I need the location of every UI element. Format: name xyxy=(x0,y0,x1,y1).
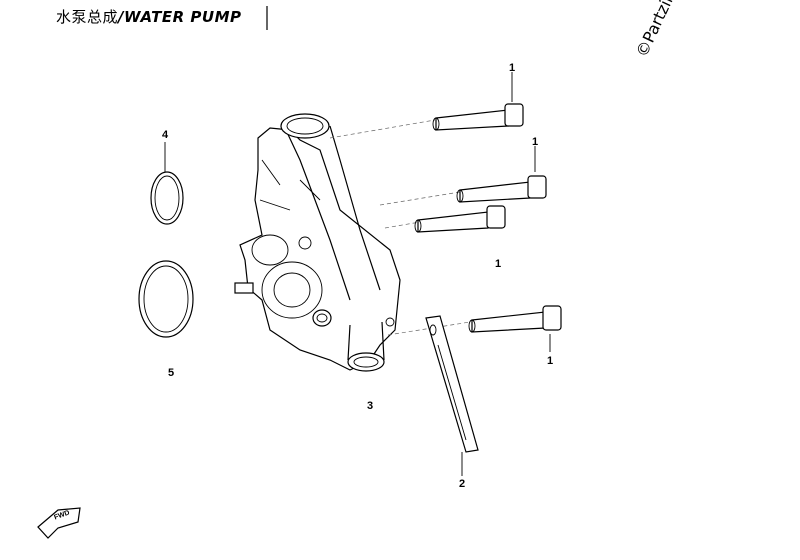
clip-bracket[interactable] xyxy=(425,315,479,476)
callout-bolt-group[interactable]: 1 xyxy=(495,258,502,270)
fwd-arrow-icon xyxy=(37,507,81,539)
bolt-bottom[interactable] xyxy=(468,305,562,352)
bolt-middle-lower[interactable] xyxy=(414,205,506,233)
callout-ring-small[interactable]: 4 xyxy=(162,129,169,141)
water-pump-body[interactable] xyxy=(234,113,401,372)
callout-ring-large[interactable]: 5 xyxy=(168,367,175,379)
callout-pump-body[interactable]: 3 xyxy=(367,400,374,412)
callout-bolt-bottom[interactable]: 1 xyxy=(547,355,554,367)
callout-bolt-mid[interactable]: 1 xyxy=(532,136,539,148)
o-ring-large[interactable] xyxy=(138,260,194,338)
page-title: 水泵总成/WATER PUMP xyxy=(56,8,242,26)
bolt-middle-upper[interactable] xyxy=(456,146,547,203)
callout-bolt-top[interactable]: 1 xyxy=(509,62,516,74)
o-ring-small[interactable] xyxy=(150,142,184,225)
callout-clip[interactable]: 2 xyxy=(459,478,466,490)
bolt-top[interactable] xyxy=(432,72,524,131)
